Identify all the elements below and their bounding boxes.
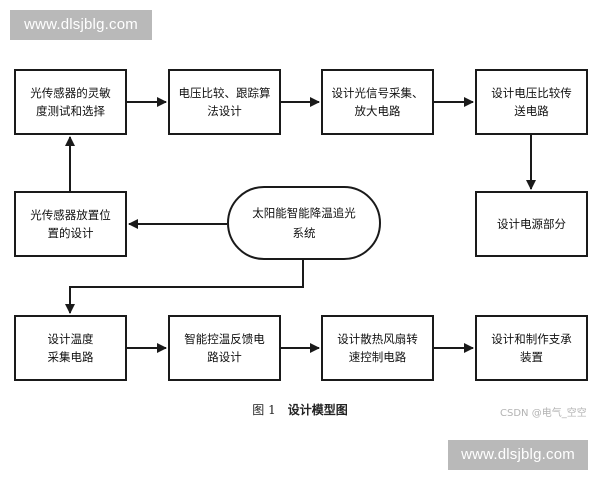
figure-title: 设计模型图 [287,403,348,417]
node-text: 设计电压比较传 [491,86,572,100]
node-text: 采集电路 [47,350,94,364]
node-text: 放大电路 [354,104,401,118]
node-sensor-placement: 光传感器放置位置的设计 [14,191,127,257]
node-text: 设计电源部分 [497,217,566,231]
node-text: 装置 [520,350,543,364]
node-fan-speed-control: 设计散热风扇转速控制电路 [321,315,434,381]
node-text: 法设计 [207,104,242,118]
node-text: 置的设计 [47,226,94,240]
node-power-supply: 设计电源部分 [475,191,588,257]
node-text: 设计光信号采集、 [331,86,424,100]
node-sensor-sensitivity: 光传感器的灵敏度测试和选择 [14,69,127,135]
figure-label: 图 1 [252,403,276,417]
node-text: 设计散热风扇转 [337,332,418,346]
node-text: 电压比较、跟踪算 [178,86,271,100]
node-text: 度测试和选择 [36,104,105,118]
node-text: 太阳能智能降温 [252,206,333,220]
node-text: 设计和制作支承 [491,332,572,346]
node-temperature-collect: 设计温度采集电路 [14,315,127,381]
source-credit: CSDN @电气_空空 [500,408,587,419]
figure-caption: 图 1 设计模型图 [0,401,600,418]
watermark-bottom: www.dlsjblg.com [448,440,588,470]
node-text: 路设计 [207,350,242,364]
node-text: 速控制电路 [348,350,407,364]
node-light-signal-circuit: 设计光信号采集、放大电路 [321,69,434,135]
node-voltage-compare-algorithm: 电压比较、跟踪算法设计 [168,69,281,135]
node-text: 追光系统 [292,206,356,240]
node-text: 光传感器的灵敏 [30,86,111,100]
node-text: 智能控温反馈电 [184,332,265,346]
node-center-system: 太阳能智能降温追光系统 [227,186,381,260]
watermark-top: www.dlsjblg.com [10,10,152,40]
node-text: 光传感器放置位 [30,208,111,222]
arrow-center-b7 [65,260,304,314]
node-support-device: 设计和制作支承装置 [475,315,588,381]
node-voltage-compare-circuit: 设计电压比较传送电路 [475,69,588,135]
node-text: 设计温度 [47,332,94,346]
node-smart-temp-control: 智能控温反馈电路设计 [168,315,281,381]
node-text: 送电路 [514,104,549,118]
